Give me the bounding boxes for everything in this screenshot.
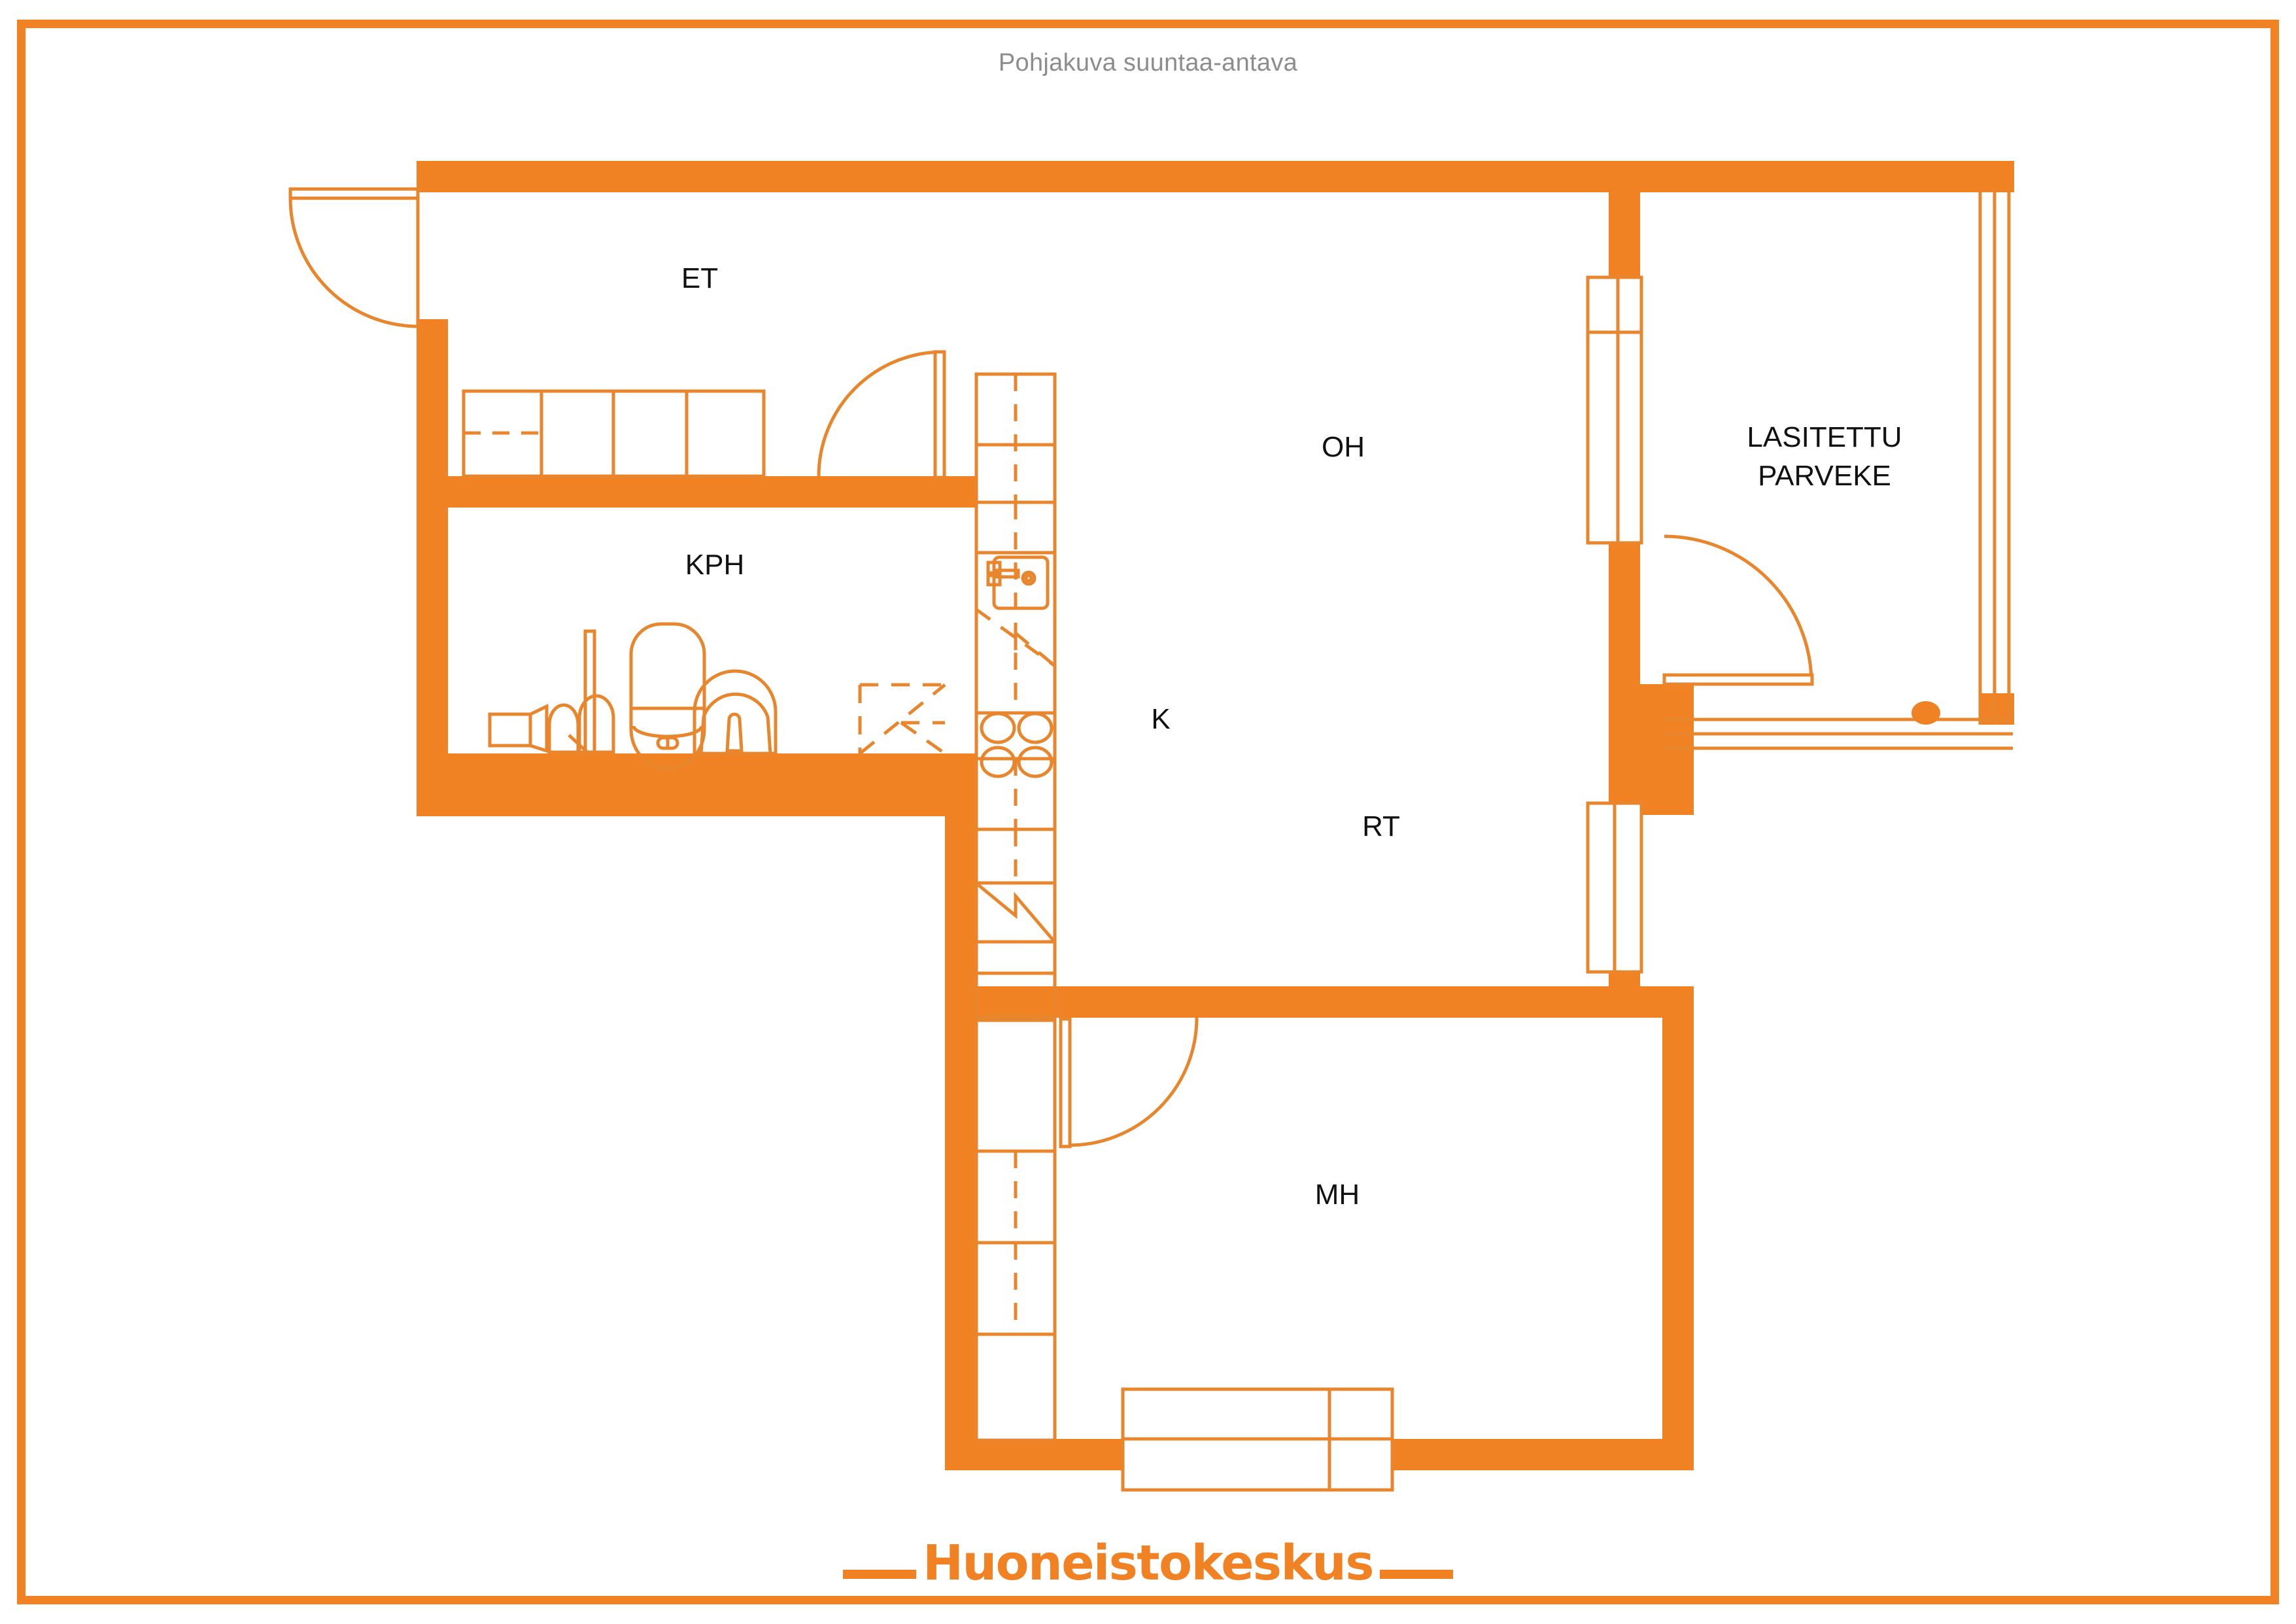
logo-bar-left xyxy=(843,1570,917,1579)
balcony-glazing xyxy=(1664,188,2013,750)
mh-window[interactable] xyxy=(1121,1387,1394,1492)
brand-name: Huoneistokeskus xyxy=(923,1535,1374,1591)
oh-window-upper[interactable] xyxy=(1586,275,1643,545)
balcony-door[interactable] xyxy=(1662,534,1814,686)
washer xyxy=(488,694,615,755)
oh-window-lower[interactable] xyxy=(1586,801,1643,974)
room-label-rt: RT xyxy=(1362,810,1400,842)
mh-door[interactable] xyxy=(1059,1017,1199,1149)
room-label-oh: OH xyxy=(1322,431,1365,463)
kitchen-sink xyxy=(986,555,1050,610)
shower-area xyxy=(858,683,946,755)
room-label-parveke-line1: LASITETTU xyxy=(1747,421,1902,453)
et-closets xyxy=(462,389,766,478)
page-title: Pohjakuva suuntaa-antava xyxy=(998,49,1298,77)
balcony-drain xyxy=(1911,701,1940,725)
walls xyxy=(417,161,2014,1470)
fridge xyxy=(974,881,1057,944)
room-label-k: K xyxy=(1151,703,1170,735)
room-label-mh: MH xyxy=(1315,1179,1360,1211)
brand-logo: Huoneistokeskus xyxy=(0,1539,2296,1587)
stove xyxy=(980,712,1054,778)
page-border xyxy=(17,20,2279,1604)
wall-joints xyxy=(417,161,976,816)
room-label-kph: KPH xyxy=(685,549,744,581)
room-label-et: ET xyxy=(681,262,718,294)
dishwasher xyxy=(975,608,1057,668)
shower-pole xyxy=(583,629,596,755)
washbasin xyxy=(693,669,778,755)
entry-door[interactable] xyxy=(288,187,420,328)
logo-bar-right xyxy=(1379,1570,1453,1579)
room-labels: ET KPH OH K RT MH LASITETTU PARVEKE xyxy=(681,262,1902,1211)
kph-door[interactable] xyxy=(817,350,946,479)
room-label-parveke-line2: PARVEKE xyxy=(1758,460,1891,492)
